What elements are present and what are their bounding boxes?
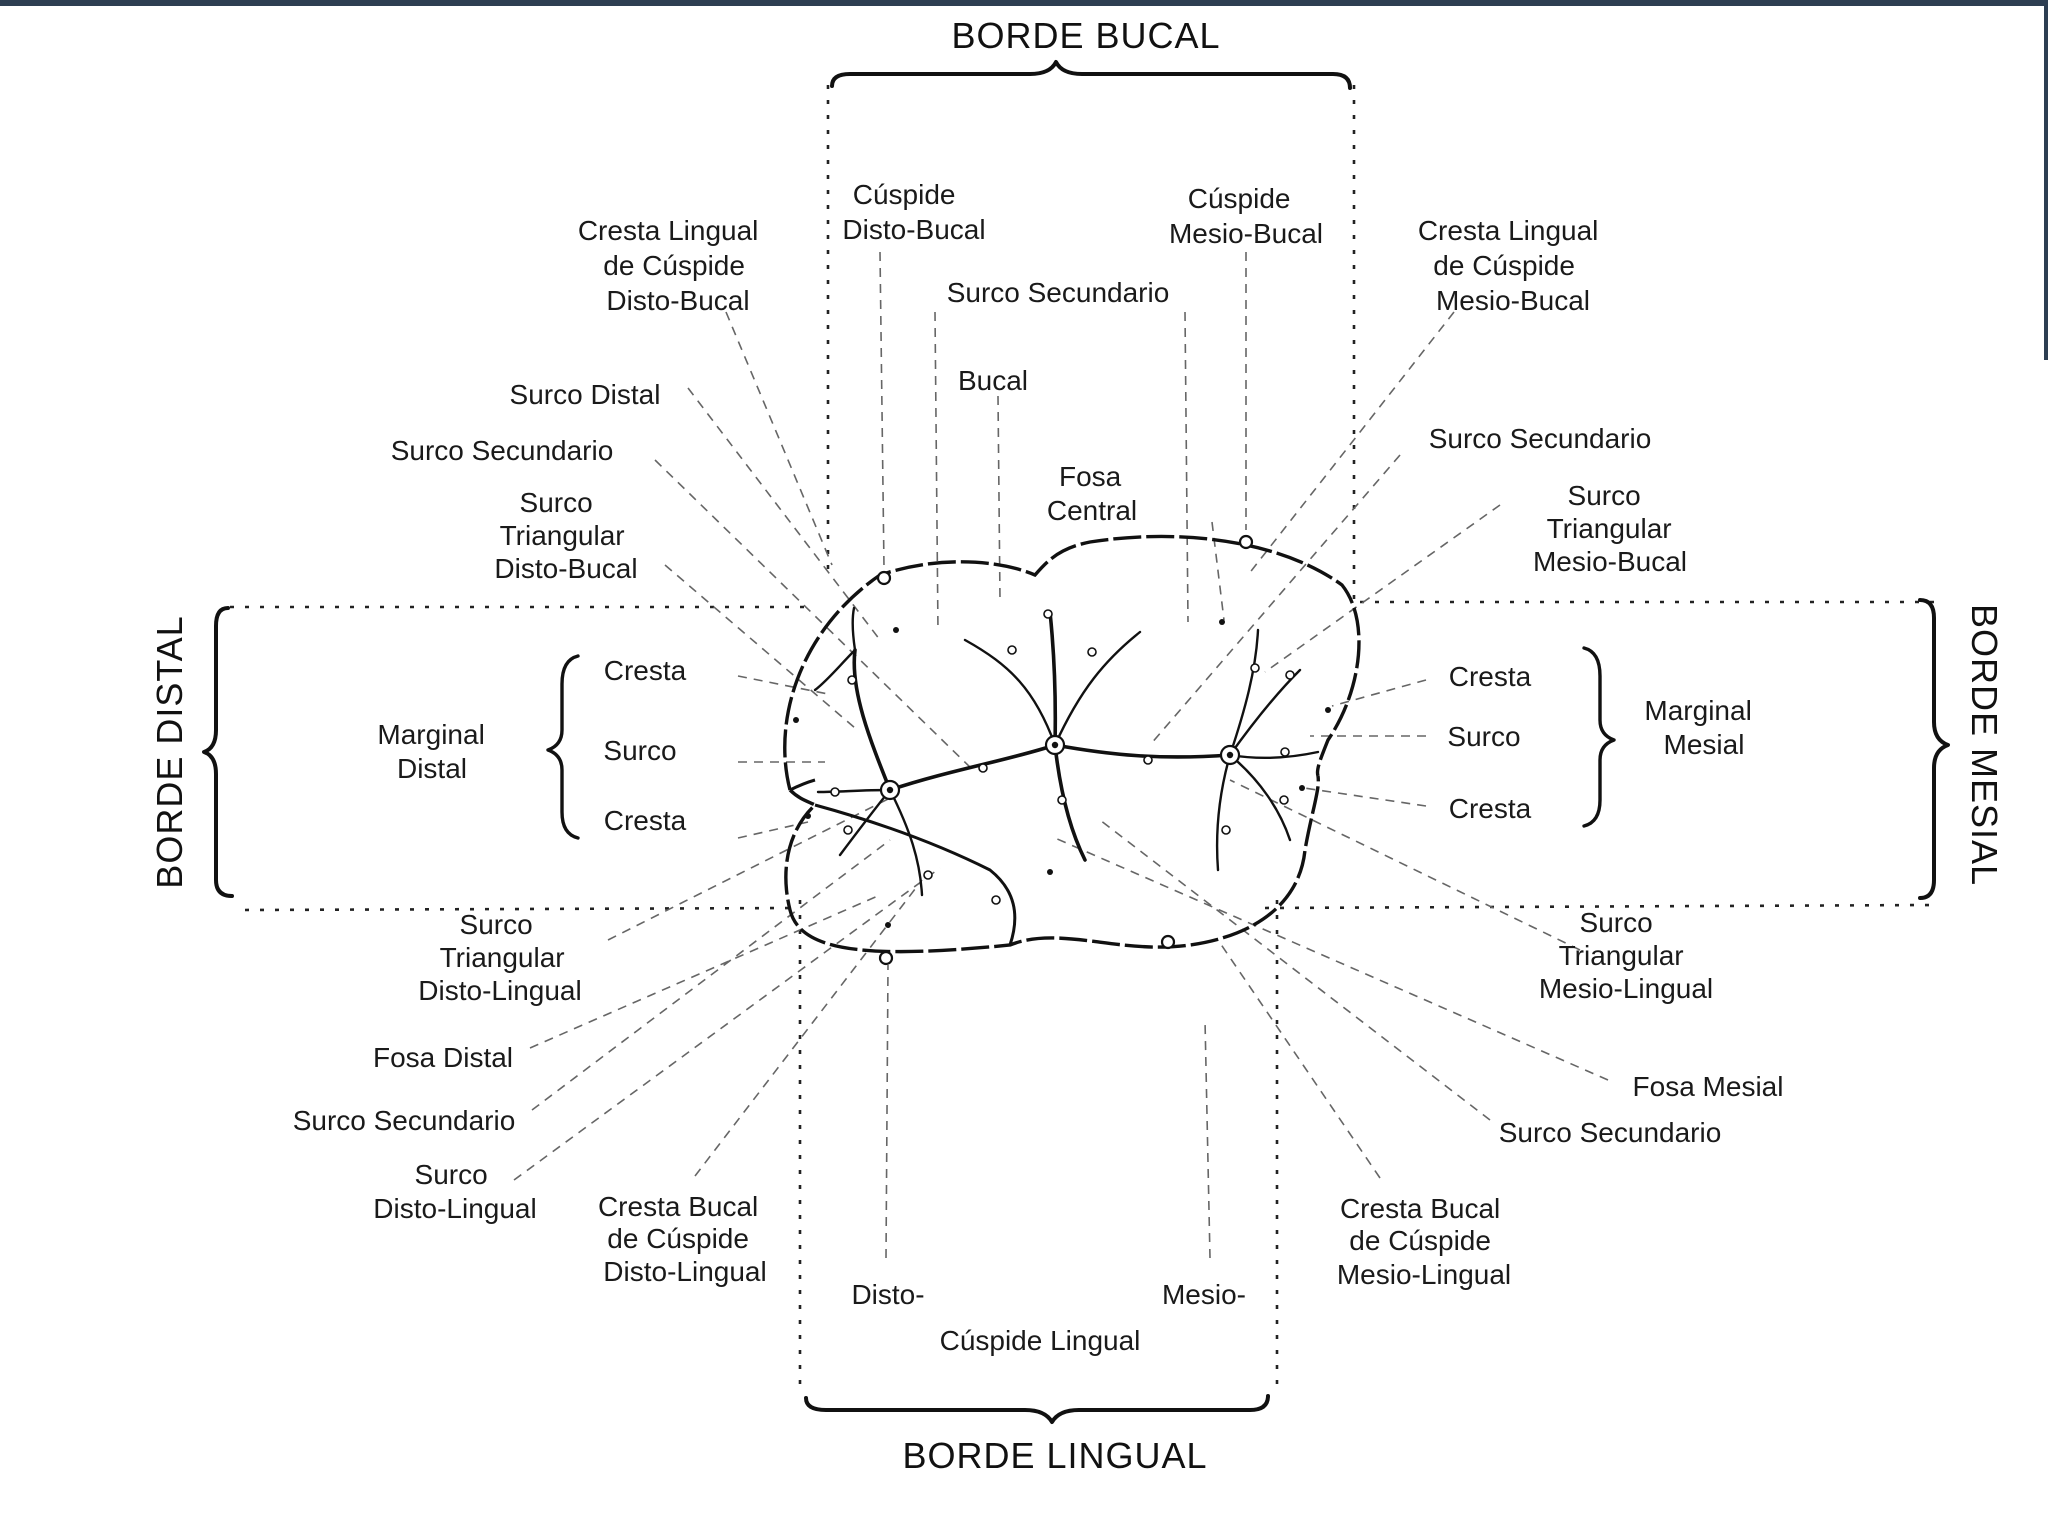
secondary-groove-left-label: Surco Secundario	[391, 435, 614, 466]
buccal-groove-label: Bucal	[958, 365, 1028, 396]
inner-braces	[546, 646, 1616, 840]
buccal-ridge-mesio-lingual-label: Cresta Bucal de Cúspide Mesio-Lingual	[1337, 1193, 1511, 1290]
slide-right-bar	[2044, 0, 2048, 360]
border-lingual-label: BORDE LINGUAL	[902, 1435, 1207, 1476]
marginal-mesial-label: Marginal Mesial	[1644, 695, 1759, 760]
marginal-distal-ridge-top: Cresta	[604, 655, 687, 686]
cusp-mesio-buccal-label: Cúspide Mesio-Bucal	[1169, 183, 1323, 249]
triangular-disto-buccal-label: Surco Triangular Disto-Bucal	[494, 487, 637, 584]
distal-notch	[789, 778, 816, 792]
border-mesial-label: BORDE MESIAL	[1964, 604, 2005, 886]
lingual-cusp-disto-label: Disto-	[851, 1279, 924, 1310]
disto-lingual-groove-label: Surco Disto-Lingual	[373, 1159, 536, 1224]
cusp-disto-buccal-label: Cúspide Disto-Bucal	[842, 179, 985, 245]
lingual-outline	[784, 775, 1321, 954]
buccal-ridge-disto-lingual-label: Cresta Bucal de Cúspide Disto-Lingual	[598, 1191, 767, 1287]
border-buccal-label: BORDE BUCAL	[951, 15, 1220, 56]
lingual-ridge-disto-buccal-label: Cresta Lingual de Cúspide Disto-Bucal	[578, 215, 766, 316]
lingual-ridge-mesio-buccal-label: Cresta Lingual de Cúspide Mesio-Bucal	[1418, 215, 1606, 316]
marginal-distal-groove: Surco	[603, 735, 676, 766]
buccal-groove	[1048, 610, 1058, 747]
lingual-cusp-label: Cúspide Lingual	[940, 1325, 1141, 1356]
groove-nodes	[793, 534, 1331, 966]
secondary-groove-bottom-left-label: Surco Secundario	[293, 1105, 516, 1136]
boundary-lines	[230, 85, 1936, 1390]
secondary-groove-top-label: Surco Secundario	[947, 277, 1170, 308]
triangular-mesio-lingual-label: Surco Triangular Mesio-Lingual	[1539, 907, 1713, 1004]
outer-braces	[202, 60, 1950, 1424]
central-fossa-label: Fosa Central	[1047, 461, 1137, 526]
marginal-distal-label: Marginal Distal	[377, 719, 492, 784]
marginal-mesial-ridge-bottom: Cresta	[1449, 793, 1532, 824]
tooth-outline	[783, 534, 1361, 954]
secondary-groove-right-label: Surco Secundario	[1429, 423, 1652, 454]
leader-lines	[513, 251, 1609, 1259]
triangular-mesio-buccal-label: Surco Triangular Mesio-Bucal	[1533, 480, 1687, 577]
mesial-fossa-label: Fosa Mesial	[1633, 1071, 1784, 1102]
secondary-groove-bottom-right-label: Surco Secundario	[1499, 1117, 1722, 1148]
marginal-distal-ridge-bottom: Cresta	[604, 805, 687, 836]
marginal-mesial-ridge-top: Cresta	[1449, 661, 1532, 692]
lingual-cusp-mesio-label: Mesio-	[1162, 1279, 1246, 1310]
lingual-groove	[1053, 743, 1087, 862]
distal-groove-label: Surco Distal	[510, 379, 661, 410]
buccal-outline	[783, 534, 1361, 791]
distal-fossa-label: Fosa Distal	[373, 1042, 513, 1073]
main-grooves	[813, 606, 1320, 897]
triangular-disto-lingual-label: Surco Triangular Disto-Lingual	[418, 909, 581, 1006]
distal-groove-line	[852, 648, 892, 792]
marginal-mesial-groove: Surco	[1447, 721, 1520, 752]
border-distal-label: BORDE DISTAL	[149, 615, 190, 888]
disto-lingual-groove-outline	[814, 803, 1017, 946]
slide-top-bar	[0, 0, 2048, 6]
